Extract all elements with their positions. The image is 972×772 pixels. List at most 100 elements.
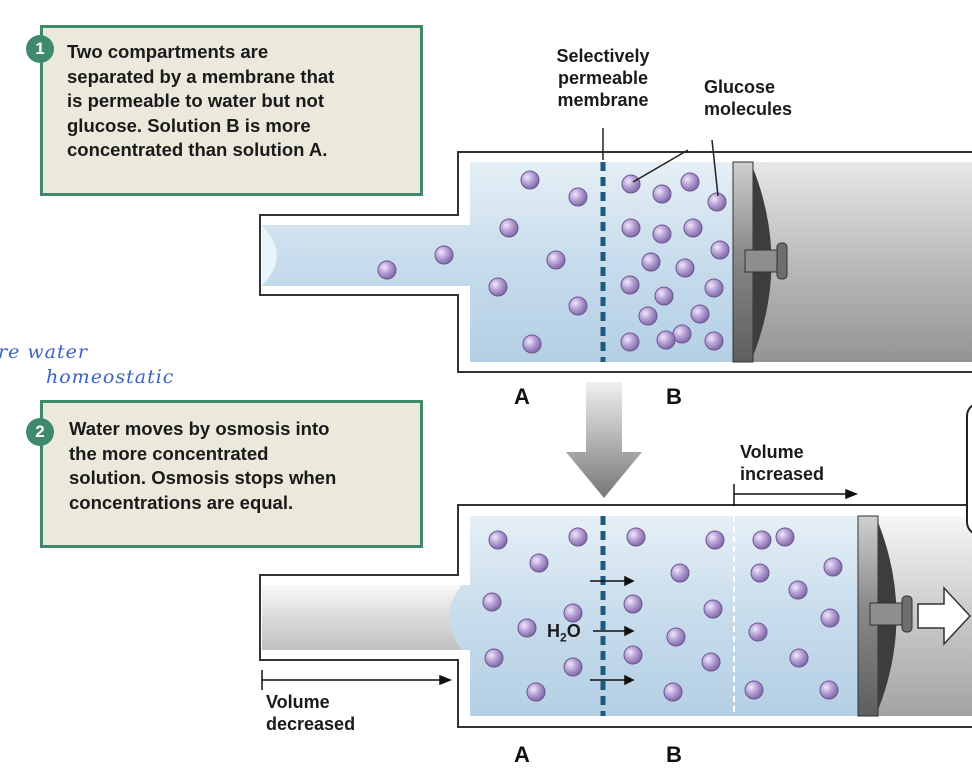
process-down-arrow [566,382,642,498]
glucose-molecule [744,680,764,700]
top-compartment-b-label: B [666,384,682,409]
step2-line: concentrations are equal. [69,491,294,513]
glucose-molecule [377,260,397,280]
top-piston-stem [744,249,780,273]
volume-increased-marker [733,484,859,506]
glucose-molecule [638,306,658,326]
volume-increased-line: Volume [740,442,804,462]
glucose-molecule [621,174,641,194]
glucose-molecule [752,530,772,550]
top-compartment-a-label: A [514,384,530,409]
step2-badge: 2 [26,418,54,446]
volume-increased-label: Volume increased [740,441,824,485]
glucose-molecule [666,627,686,647]
glucose-molecule [672,324,692,344]
glucose-molecule [788,580,808,600]
glucose-molecule [705,530,725,550]
bottom-syringe [259,484,972,728]
step1-line: Two compartments are [67,41,269,62]
volume-decreased-marker [261,670,453,690]
step2-text: Water moves by osmosis into the more con… [69,417,336,515]
volume-decreased-line: Volume [266,692,330,712]
glucose-molecule [434,245,454,265]
glucose-molecule [704,331,724,351]
glucose-molecule [690,304,710,324]
glucose-molecule [819,680,839,700]
partial-side-card [966,402,972,536]
glucose-molecule [675,258,695,278]
volume-decreased-label: Volume decreased [266,691,355,735]
glucose-molecule [680,172,700,192]
glucose-molecule [621,218,641,238]
glucose-molecule [652,184,672,204]
step1-box: Two compartments are separated by a memb… [40,25,423,196]
glucose-molecule [654,286,674,306]
glucose-molecule [683,218,703,238]
glucose-molecule [656,330,676,350]
glucose-molecule [526,682,546,702]
glucose-pointer-line-2 [711,139,719,197]
glucose-molecule [488,530,508,550]
glucose-molecule [701,652,721,672]
bottom-tube-empty [262,585,462,650]
water-label-o: O [566,621,581,641]
glucose-molecule [775,527,795,547]
glucose-molecule [789,648,809,668]
glucose-molecule [663,682,683,702]
glucose-molecule [750,563,770,583]
glucose-molecule [568,296,588,316]
glucose-molecule [563,657,583,677]
membrane-label-line: Selectively [556,46,650,66]
glucose-molecule [626,527,646,547]
glucose-molecule [623,645,643,665]
top-glucose-molecules [377,170,730,354]
step1-line: is permeable to water but not [67,90,324,111]
glucose-molecule [823,557,843,577]
step1-line: separated by a membrane that [67,65,335,87]
glucose-pointer-line-1 [632,149,689,183]
bottom-compartment-b-label: B [666,742,682,767]
step1-badge: 1 [26,35,54,63]
glucose-label-line: Glucose [704,77,776,97]
glucose-molecule [704,278,724,298]
water-flow-arrows [590,575,635,686]
glucose-molecule [820,608,840,628]
glucose-molecule [641,252,661,272]
bottom-compartment-a-label: A [514,742,530,767]
water-label-subscript: 2 [560,630,567,645]
glucose-molecule [517,618,537,638]
step2-line: the more concentrated [69,442,269,464]
top-syringe [259,128,972,373]
bottom-glucose-molecules [482,527,843,702]
piston-push-arrow [917,586,972,646]
glucose-molecule [623,594,643,614]
volume-decreased-line: decreased [266,714,356,734]
bottom-piston-stem [869,602,905,626]
membrane-label-line: membrane [557,90,649,110]
bottom-piston [857,515,913,717]
handwritten-note-1: re water [0,341,88,363]
top-meniscus [261,224,278,287]
volume-increased-line: increased [740,464,825,484]
glucose-molecule [529,553,549,573]
glucose-molecule [482,592,502,612]
glucose-molecule [568,527,588,547]
glucose-molecule [499,218,519,238]
glucose-label-line: molecules [704,99,793,119]
glucose-molecule [652,224,672,244]
bottom-solution [449,516,860,716]
water-label-h: H [547,621,560,641]
glucose-molecule [707,192,727,212]
glucose-molecule [546,250,566,270]
step1-text: Two compartments are separated by a memb… [67,40,334,163]
step2-box: Water moves by osmosis into the more con… [40,400,423,548]
step2-line: solution. Osmosis stops when [69,467,337,488]
glucose-molecule [620,332,640,352]
handwritten-note-2: homeostatic [46,366,175,388]
glucose-molecule [710,240,730,260]
glucose-molecule [484,648,504,668]
water-label: H2O [547,620,581,649]
glucose-molecule [670,563,690,583]
glucose-molecule [748,622,768,642]
